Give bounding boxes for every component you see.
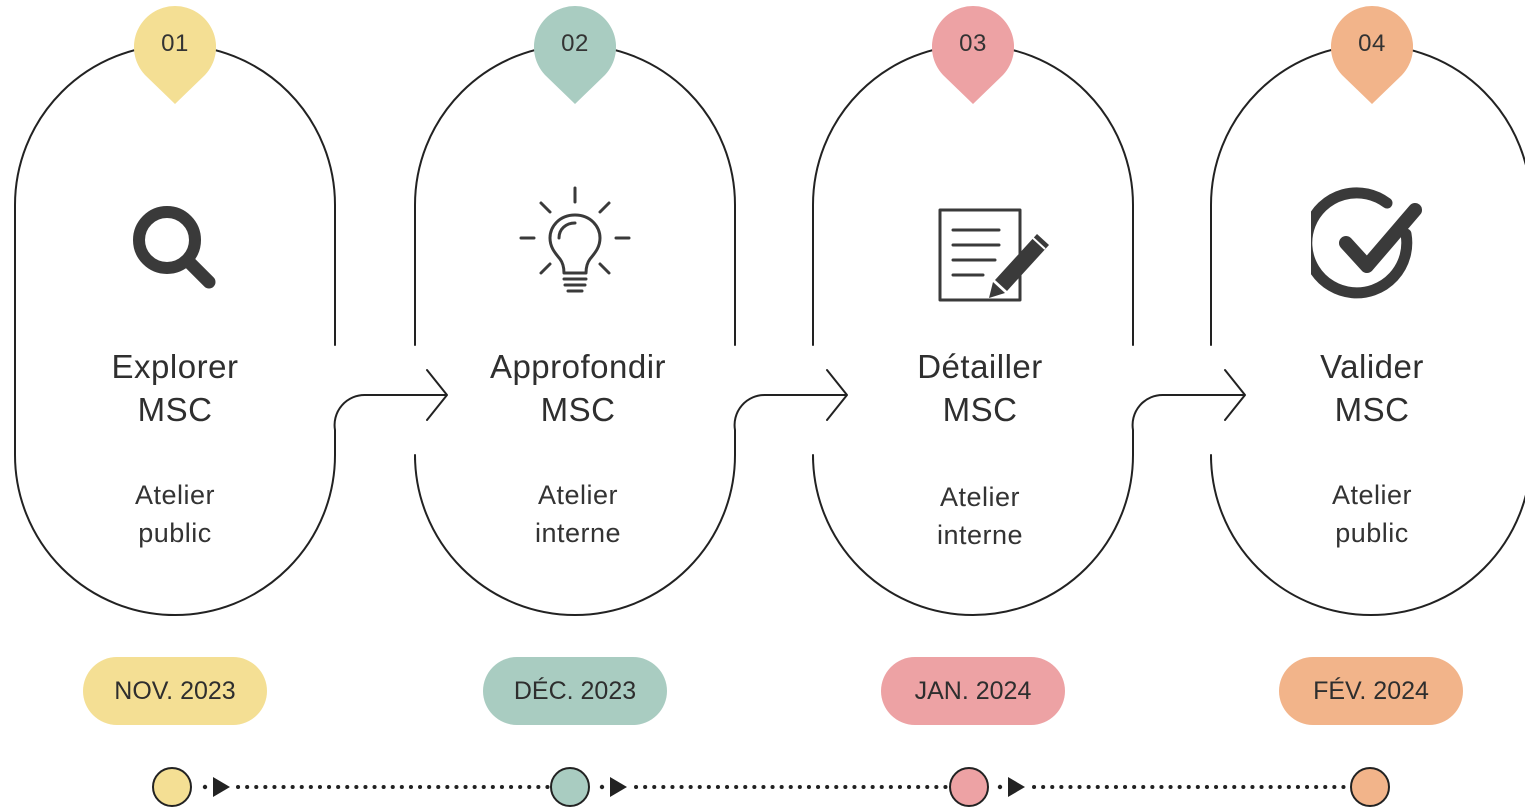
step-3-number: 03 [959, 30, 987, 57]
capsule-3-bottom [812, 393, 1244, 616]
step-3-timeline-dot [949, 767, 989, 807]
step-1-title-line-1: Explorer [111, 348, 239, 385]
step-4-number-badge: 04 [1330, 5, 1414, 106]
step-4-number: 04 [1358, 30, 1386, 57]
step-2-title-line-2: MSC [540, 391, 616, 428]
step-1-title: Explorer MSC [25, 345, 325, 431]
pin-marker-icon [931, 5, 1015, 104]
step-2-timeline-dot [550, 767, 590, 807]
document-pencil-icon [935, 200, 1055, 320]
arrow-head-3 [1224, 369, 1246, 421]
step-3-title-line-1: Détailler [917, 348, 1043, 385]
step-2-subtitle: Atelier interne [428, 476, 728, 552]
arrow-head-1 [426, 369, 448, 421]
step-4-title: Valider MSC [1222, 345, 1522, 431]
step-1-subtitle-line-2: public [138, 518, 212, 548]
step-1-timeline-dot [152, 767, 192, 807]
capsule-4-outline [1210, 44, 1525, 616]
arrow-head-2 [826, 369, 848, 421]
step-4-title-line-2: MSC [1334, 391, 1410, 428]
step-2-title: Approfondir MSC [428, 345, 728, 431]
step-4-subtitle: Atelier public [1222, 476, 1522, 552]
step-2-subtitle-line-1: Atelier [537, 480, 619, 510]
timeline-arrow-2 [610, 777, 627, 797]
search-icon [115, 188, 235, 308]
step-4-timeline-dot [1350, 767, 1390, 807]
check-circle-icon [1301, 186, 1431, 306]
step-4-subtitle-line-2: public [1335, 518, 1409, 548]
step-4-subtitle-line-1: Atelier [1331, 480, 1413, 510]
step-4-date: FÉV. 2024 [1279, 657, 1463, 725]
step-3-subtitle: Atelier interne [830, 478, 1130, 554]
lightbulb-icon [515, 185, 635, 305]
step-2-title-line-1: Approfondir [489, 348, 667, 385]
step-1-subtitle-line-1: Atelier [134, 480, 216, 510]
step-3-title-line-2: MSC [942, 391, 1018, 428]
step-2-number-badge: 02 [533, 5, 617, 106]
step-1-subtitle: Atelier public [25, 476, 325, 552]
step-1-title-line-2: MSC [137, 391, 213, 428]
step-2-number: 02 [561, 30, 589, 57]
pin-marker-icon [133, 5, 217, 104]
step-2-date: DÉC. 2023 [483, 657, 667, 725]
pin-marker-icon [1330, 5, 1414, 104]
step-3-subtitle-line-1: Atelier [939, 482, 1021, 512]
step-2-subtitle-line-2: interne [534, 518, 622, 548]
capsule-1-outline [14, 44, 446, 616]
step-1-number: 01 [161, 30, 189, 57]
step-1-date: NOV. 2023 [83, 657, 267, 725]
timeline-arrow-3 [1008, 777, 1025, 797]
timeline-arrow-1 [213, 777, 230, 797]
step-3-subtitle-line-2: interne [936, 520, 1024, 550]
pin-marker-icon [533, 5, 617, 104]
step-3-number-badge: 03 [931, 5, 1015, 106]
step-4-title-line-1: Valider [1320, 348, 1424, 385]
step-1-number-badge: 01 [133, 5, 217, 106]
step-3-title: Détailler MSC [830, 345, 1130, 431]
step-3-date: JAN. 2024 [881, 657, 1065, 725]
capsule-2-bottom [414, 393, 846, 616]
